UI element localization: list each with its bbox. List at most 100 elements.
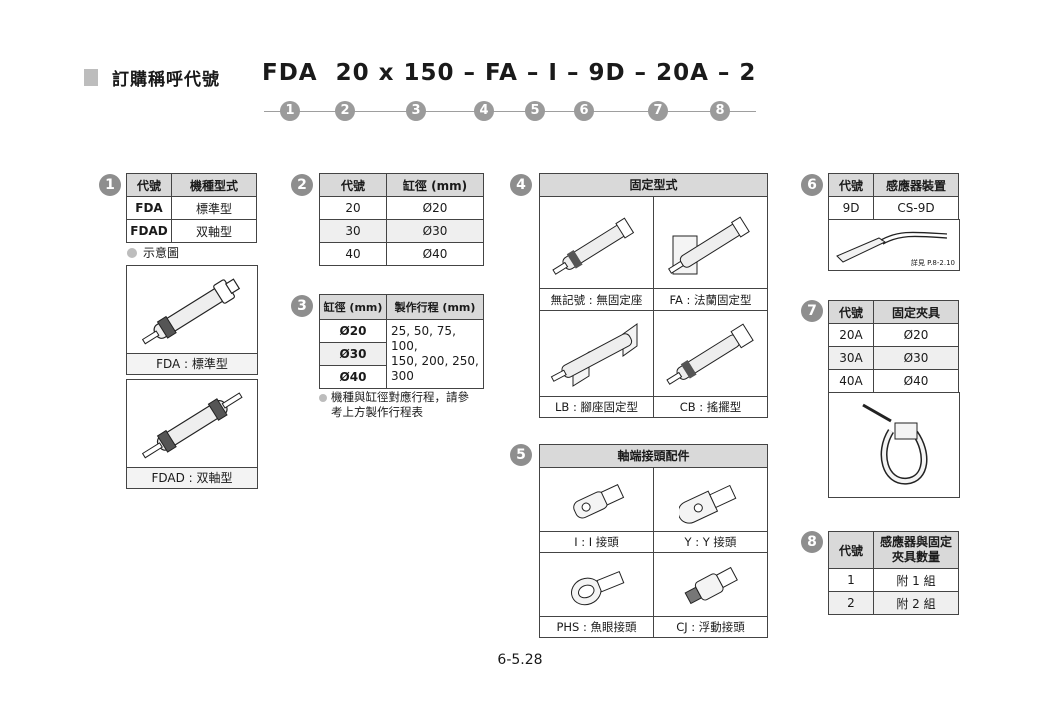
- order-code-label: 訂購稱呼代號: [112, 70, 220, 90]
- position-marker-6: 6: [574, 101, 594, 121]
- order-code-example: FDA 20 x 150 – FA – I – 9D – 20A – 2: [262, 60, 757, 86]
- rod-eye-joint-illustration: [571, 570, 625, 606]
- bracket-illustration: [862, 403, 928, 485]
- position-marker-4: 4: [474, 101, 494, 121]
- stroke-note: 機種與缸徑對應行程，請參 考上方製作行程表: [319, 390, 489, 420]
- table-cell: 20A: [828, 323, 874, 347]
- no-mount-cylinder-illustration: [552, 217, 635, 275]
- schematic-label: 示意圖: [127, 246, 179, 261]
- table-cell: Ø20: [319, 319, 387, 343]
- sensor-illustration: [836, 231, 948, 263]
- image-caption: PHS : 魚眼接頭: [540, 616, 653, 637]
- image-caption: LB : 腳座固定型: [540, 396, 653, 417]
- model-type-table: 代號 機種型式 FDA 標準型 FDAD 双軸型: [126, 173, 257, 243]
- panel-title: 固定型式: [540, 174, 767, 197]
- stroke-values-cell: 25, 50, 75, 100, 150, 200, 250, 300: [386, 319, 484, 389]
- section-3-number: 3: [291, 295, 313, 317]
- y-joint-illustration: [679, 484, 737, 524]
- reference-note: 詳見 P.8-2.10: [910, 259, 955, 267]
- table-cell: Ø30: [386, 219, 484, 243]
- header-line: 感應器與固定: [879, 535, 952, 549]
- position-marker-1: 1: [280, 101, 300, 121]
- table-cell: 40A: [828, 369, 874, 393]
- table-cell: Ø40: [319, 365, 387, 389]
- note-text: 機種與缸徑對應行程，請參: [331, 390, 469, 404]
- bracket-image-panel: [828, 392, 960, 498]
- table-header: 感應器與固定 夾具數量: [873, 531, 959, 569]
- position-marker-2: 2: [335, 101, 355, 121]
- image-caption: Y : Y 接頭: [654, 531, 767, 553]
- table-cell: 附 2 組: [873, 591, 959, 615]
- image-caption: FDA : 標準型: [127, 353, 257, 374]
- table-cell: 双軸型: [171, 219, 257, 243]
- table-cell: CS-9D: [873, 196, 959, 220]
- image-caption: FA : 法蘭固定型: [654, 288, 767, 311]
- foot-mount-cylinder-illustration: [550, 323, 638, 387]
- table-header: 代號: [828, 173, 874, 197]
- section-5-number: 5: [510, 444, 532, 466]
- table-cell: 2: [828, 591, 874, 615]
- table-header: 缸徑 (mm): [319, 294, 387, 320]
- table-header: 代號: [126, 173, 172, 197]
- table-cell: 30A: [828, 346, 874, 370]
- divider: [653, 196, 654, 417]
- table-cell: 1: [828, 568, 874, 592]
- page-number: 6-5.28: [497, 652, 543, 668]
- position-marker-3: 3: [406, 101, 426, 121]
- schematic-label-text: 示意圖: [143, 246, 180, 260]
- position-guide-line: [264, 111, 756, 112]
- panel-title: 軸端接頭配件: [540, 445, 767, 468]
- table-header: 代號: [319, 173, 387, 197]
- sensor-image-panel: 詳見 P.8-2.10: [828, 219, 960, 271]
- table-cell: Ø30: [873, 346, 959, 370]
- stroke-values-line: 150, 200, 250,: [391, 354, 479, 368]
- stroke-values-line: 25, 50, 75, 100,: [391, 324, 456, 353]
- table-header: 代號: [828, 531, 874, 569]
- image-caption: 無記號 : 無固定座: [540, 288, 653, 311]
- note-text: 考上方製作行程表: [331, 405, 423, 419]
- clevis-mount-cylinder-illustration: [666, 323, 754, 385]
- image-caption: CJ : 浮動接頭: [654, 616, 767, 637]
- flange-cylinder-illustration: [668, 216, 750, 275]
- cylinder-illustration: [141, 278, 241, 345]
- section-4-number: 4: [510, 174, 532, 196]
- table-header: 缸徑 (mm): [386, 173, 484, 197]
- header-marker: [84, 69, 98, 86]
- table-cell: Ø20: [386, 196, 484, 220]
- position-marker-7: 7: [648, 101, 668, 121]
- floating-joint-illustration: [684, 566, 738, 605]
- section-1-number: 1: [99, 174, 121, 196]
- fdad-image-panel: FDAD : 双軸型: [126, 379, 258, 489]
- position-marker-8: 8: [710, 101, 730, 121]
- section-8-number: 8: [801, 531, 823, 553]
- table-header: 機種型式: [171, 173, 257, 197]
- double-rod-cylinder-illustration: [141, 392, 243, 459]
- table-header: 代號: [828, 300, 874, 324]
- table-cell: 標準型: [171, 196, 257, 220]
- table-cell: Ø30: [319, 342, 387, 366]
- table-header: 感應器裝置: [873, 173, 959, 197]
- table-cell: Ø20: [873, 323, 959, 347]
- bullet-icon: [319, 394, 327, 402]
- header-line: 夾具數量: [891, 550, 940, 564]
- table-cell: 20: [319, 196, 387, 220]
- section-2-number: 2: [291, 174, 313, 196]
- table-cell: 30: [319, 219, 387, 243]
- table-cell: Ø40: [873, 369, 959, 393]
- table-header: 固定夾具: [873, 300, 959, 324]
- stroke-table: 缸徑 (mm) 製作行程 (mm) Ø20 25, 50, 75, 100, 1…: [319, 294, 484, 389]
- table-cell: FDA: [126, 196, 172, 220]
- table-cell: 40: [319, 242, 387, 266]
- i-joint-illustration: [573, 484, 625, 519]
- bullet-icon: [127, 248, 137, 258]
- mounting-type-panel: 固定型式 無記號 : 無固定座 FA : 法蘭固定型 LB : 腳座固定型 CB…: [539, 173, 768, 418]
- section-7-number: 7: [801, 300, 823, 322]
- table-cell: 附 1 組: [873, 568, 959, 592]
- divider: [540, 310, 767, 311]
- image-caption: CB : 搖擺型: [654, 396, 767, 417]
- table-header: 製作行程 (mm): [386, 294, 484, 320]
- table-cell: Ø40: [386, 242, 484, 266]
- image-caption: FDAD : 双軸型: [127, 467, 257, 488]
